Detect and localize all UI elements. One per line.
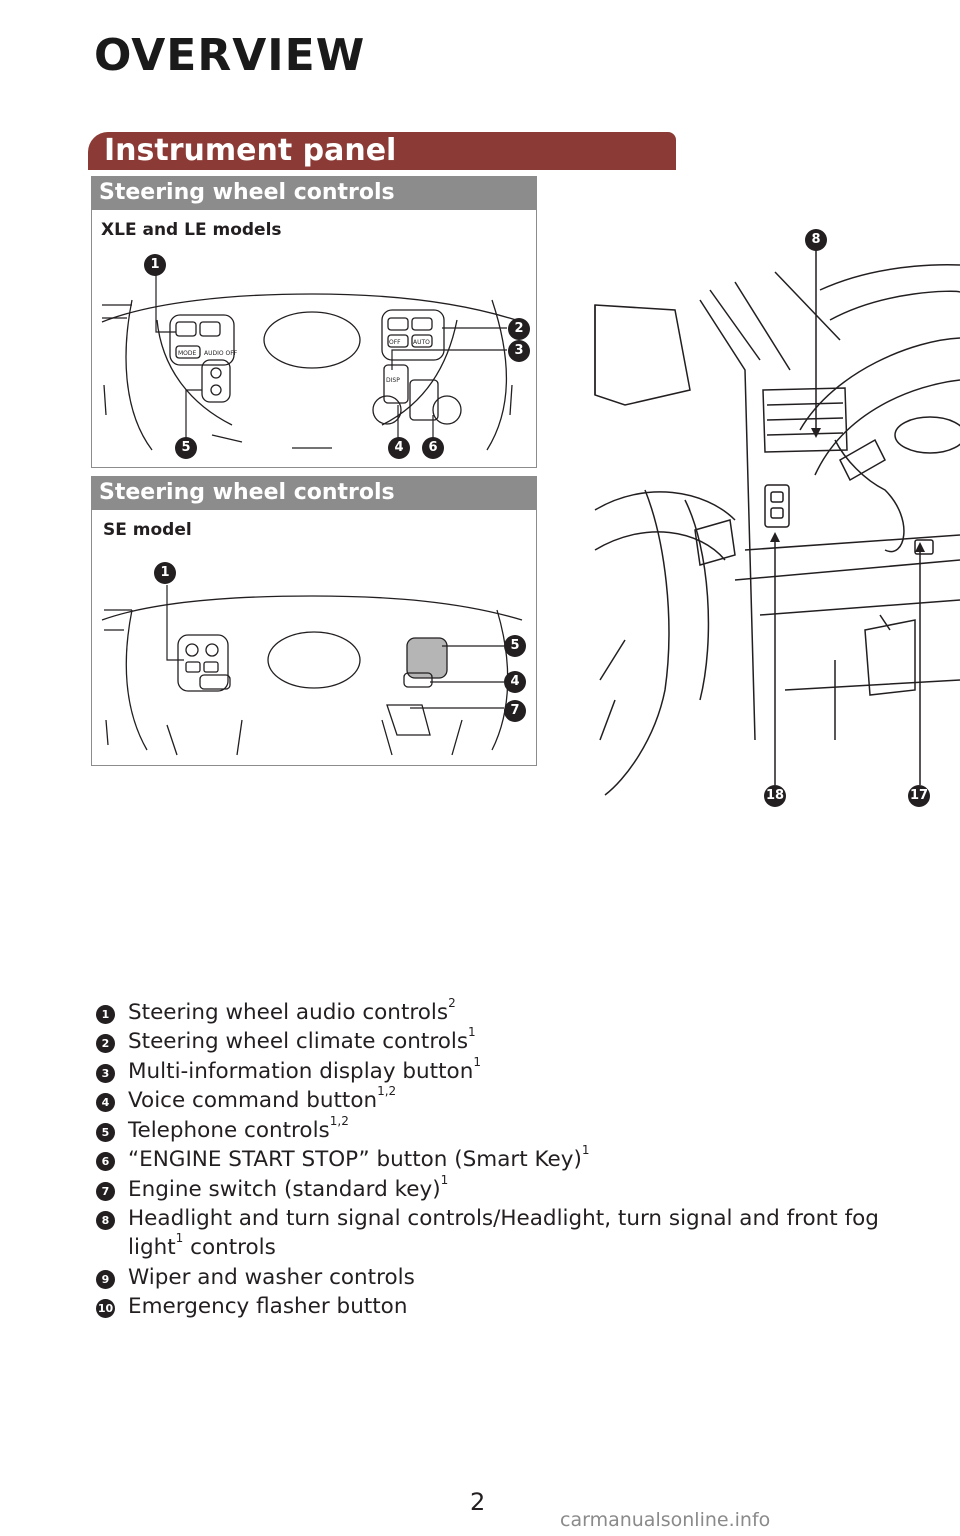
callout-4-se: 4 xyxy=(504,671,526,693)
legend-text: Steering wheel audio controls xyxy=(128,1000,449,1025)
dashboard-illustration xyxy=(594,238,960,796)
legend-badge: 9 xyxy=(96,1270,115,1289)
legend-sup: 1 xyxy=(440,1173,449,1187)
legend-text: Wiper and washer controls xyxy=(128,1265,415,1290)
page-number: 2 xyxy=(470,1488,486,1516)
callout-18: 18 xyxy=(764,785,786,807)
page-title: OVERVIEW xyxy=(94,30,366,81)
legend-text: Emergency flasher button xyxy=(128,1294,408,1319)
callout-17: 17 xyxy=(908,785,930,807)
svg-text:AUDIO OFF: AUDIO OFF xyxy=(204,350,238,357)
legend-text: Voice command button xyxy=(128,1088,378,1113)
legend-text-cont: light xyxy=(128,1235,176,1260)
section-title: Instrument panel xyxy=(104,133,397,168)
legend-badge: 8 xyxy=(96,1211,115,1230)
panel-xle-le: XLE and LE models MODE xyxy=(91,209,537,468)
legend-badge: 7 xyxy=(96,1182,115,1201)
legend-text: Steering wheel climate controls xyxy=(128,1029,469,1054)
legend-sup: 2 xyxy=(448,996,456,1010)
callout-3: 3 xyxy=(508,340,530,362)
legend-badge: 1 xyxy=(96,1005,115,1024)
svg-text:MODE: MODE xyxy=(178,350,197,357)
legend-badge: 4 xyxy=(96,1093,115,1112)
legend-sup: 1 xyxy=(468,1025,476,1039)
legend-sup: 1,2 xyxy=(329,1114,349,1128)
svg-text:AUTO: AUTO xyxy=(413,339,430,346)
legend-badge: 3 xyxy=(96,1064,115,1083)
callout-6: 6 xyxy=(422,437,444,459)
legend-text: Headlight and turn signal controls/Headl… xyxy=(128,1206,879,1231)
legend-badge: 2 xyxy=(96,1034,115,1053)
legend-text: Engine switch (standard key) xyxy=(128,1177,441,1202)
steering-wheel-se-illustration xyxy=(101,585,523,756)
legend-text: Multi-information display button xyxy=(128,1059,474,1084)
panel-se: SE model 1 5 4 7 xyxy=(91,509,537,766)
callout-7-se: 7 xyxy=(504,700,526,722)
callout-5: 5 xyxy=(175,437,197,459)
legend-badge: 10 xyxy=(96,1299,115,1318)
callout-1: 1 xyxy=(144,254,166,276)
svg-text:DISP: DISP xyxy=(386,377,400,384)
legend-text: “ENGINE START STOP” button (Smart Key) xyxy=(128,1147,582,1172)
legend-text: Telephone controls xyxy=(128,1118,330,1143)
watermark: carmanualsonline.info xyxy=(560,1509,771,1531)
svg-text:OFF: OFF xyxy=(389,339,401,346)
legend-sup: 1 xyxy=(473,1055,481,1069)
callout-2: 2 xyxy=(508,318,530,340)
legend-badge: 6 xyxy=(96,1152,115,1171)
legend-text-cont: controls xyxy=(183,1235,276,1260)
callout-5-se: 5 xyxy=(504,635,526,657)
legend-sup: 1 xyxy=(175,1231,184,1245)
callout-1-se: 1 xyxy=(154,562,176,584)
callout-4: 4 xyxy=(388,437,410,459)
panel-label-se: SE model xyxy=(103,520,192,540)
section-banner xyxy=(88,132,676,170)
panel-header-xle: Steering wheel controls xyxy=(91,176,537,209)
legend-sup: 1 xyxy=(581,1143,590,1157)
callout-8: 8 xyxy=(805,229,827,251)
panel-label-xle: XLE and LE models xyxy=(101,220,282,240)
legend-sup: 1,2 xyxy=(377,1084,397,1098)
steering-wheel-xle-illustration: MODE AUDIO OFF OFF AUTO DISP xyxy=(101,272,523,451)
panel-header-se: Steering wheel controls xyxy=(91,476,537,509)
legend-badge: 5 xyxy=(96,1123,115,1142)
